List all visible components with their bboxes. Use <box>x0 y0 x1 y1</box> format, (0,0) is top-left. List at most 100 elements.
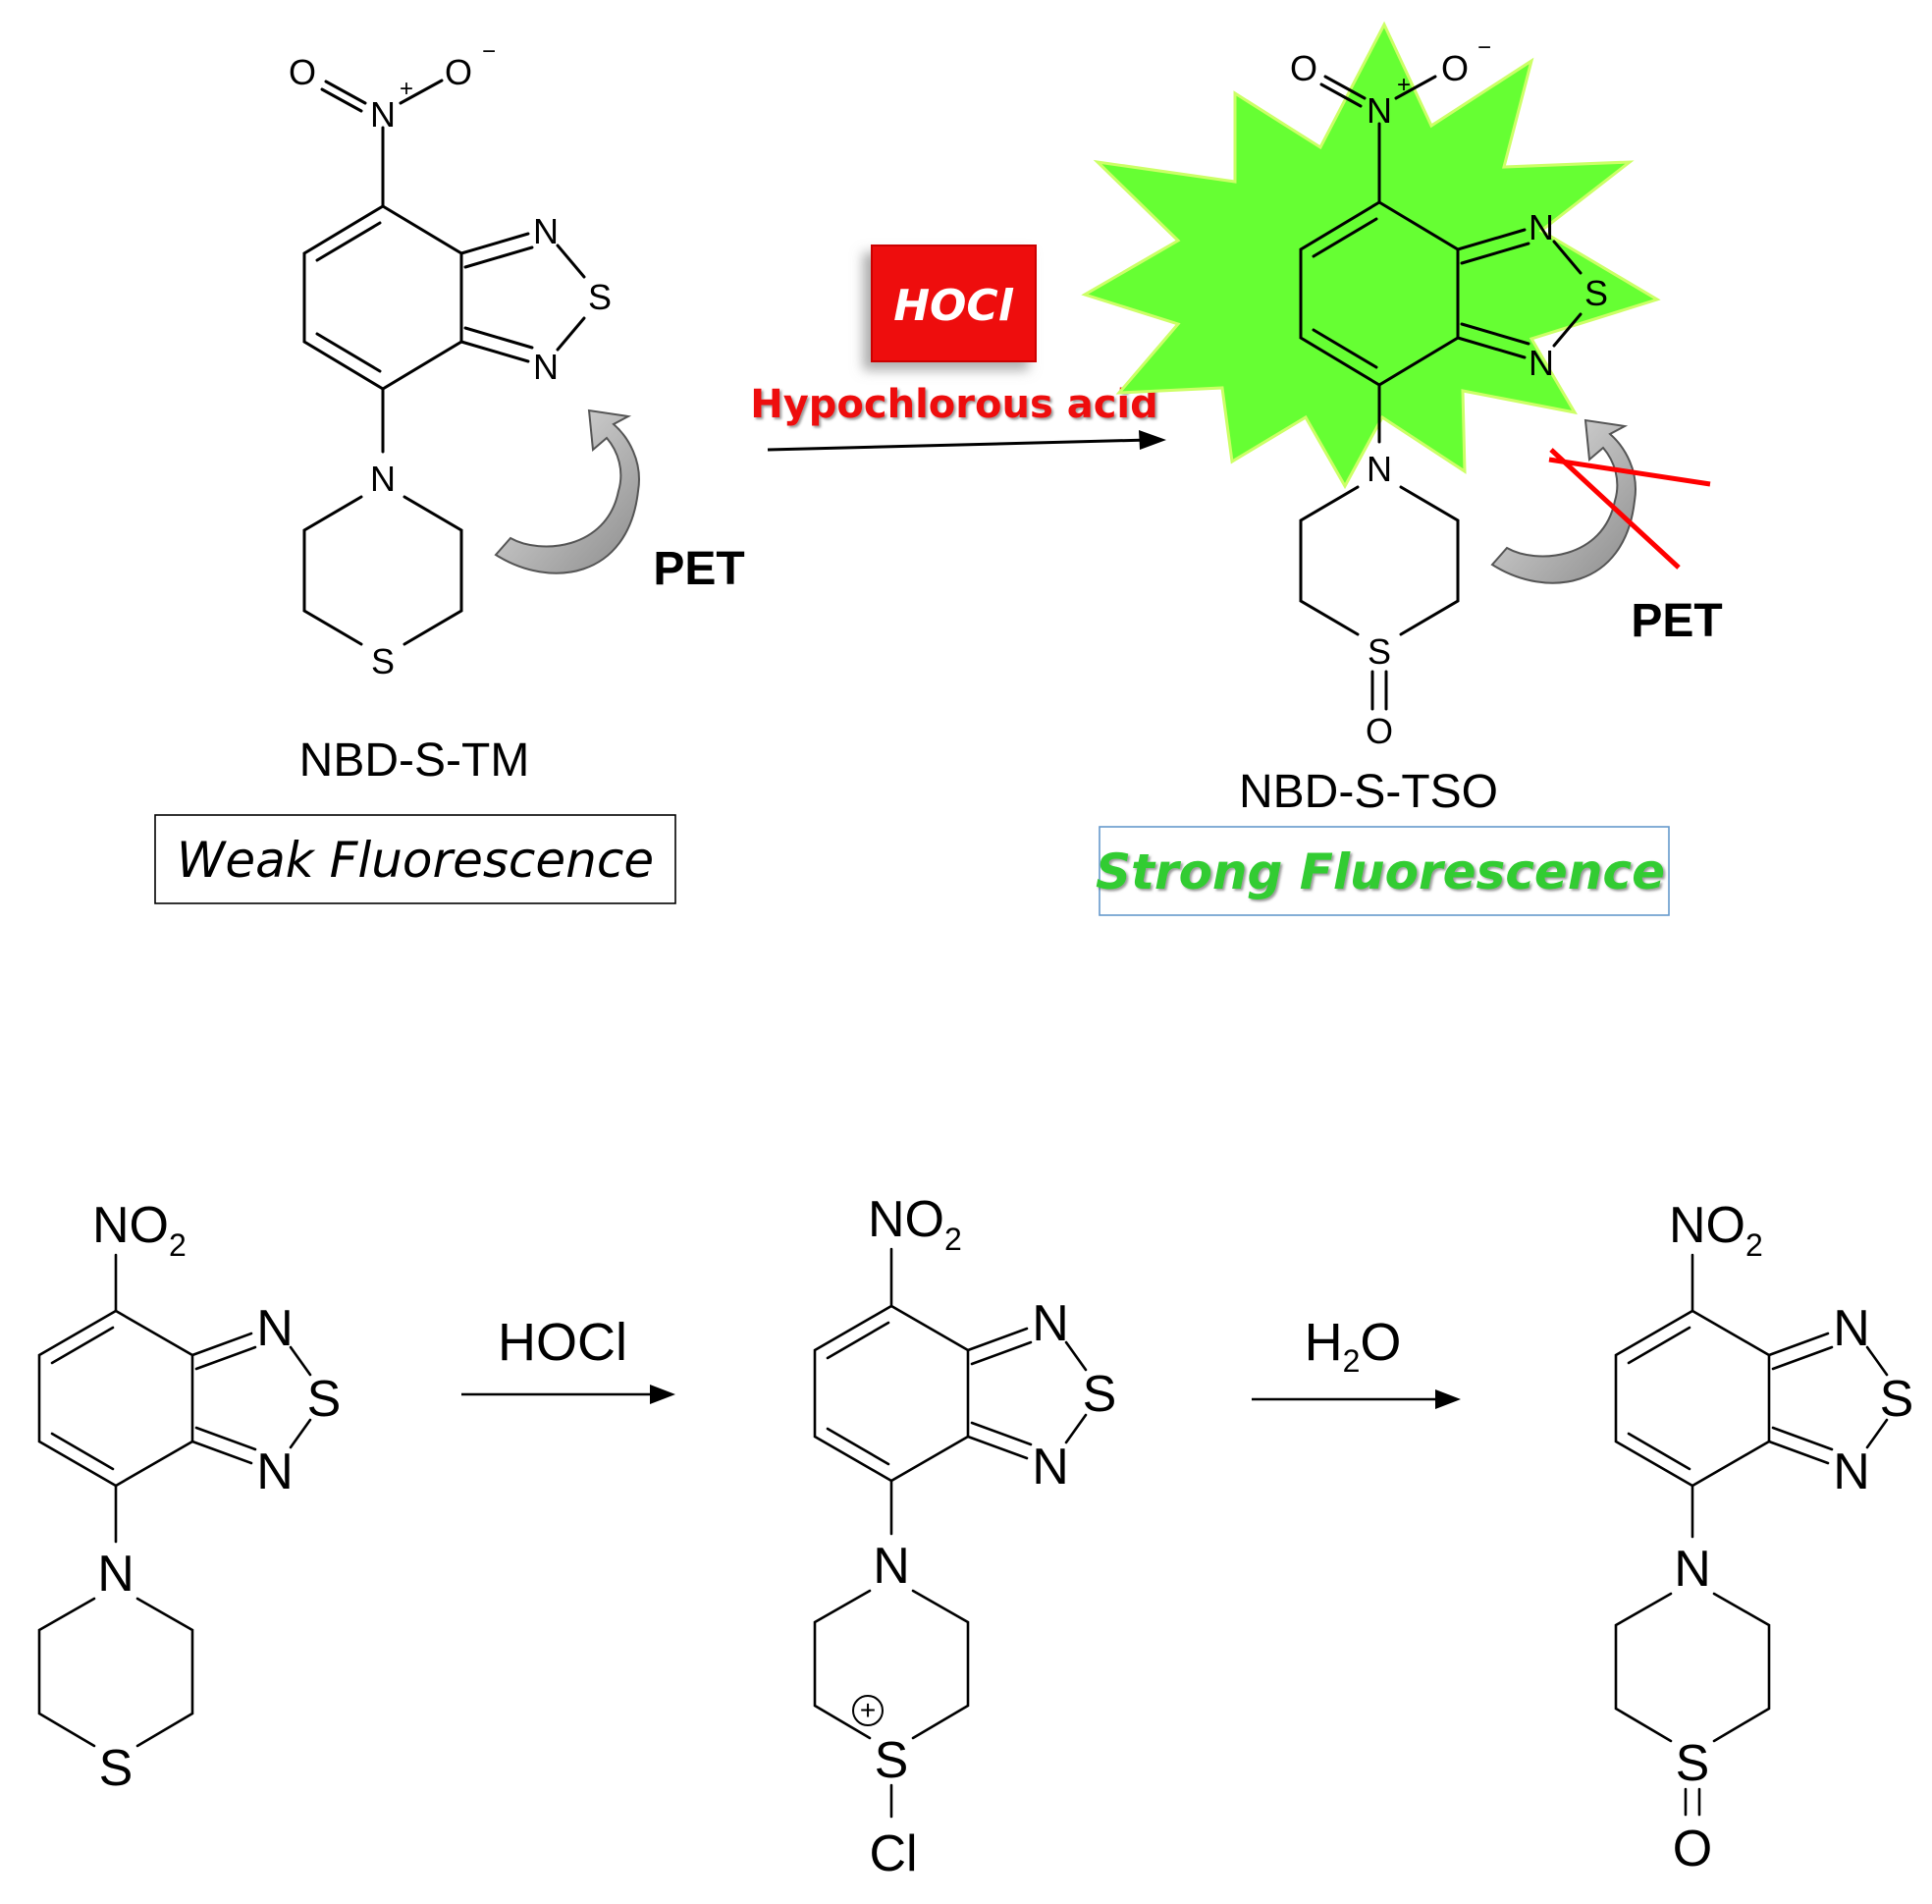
bond-c-n1 <box>459 232 530 255</box>
bond-n-o-single <box>399 79 444 105</box>
atom-n-nitro: N <box>370 94 396 135</box>
atom-o2: O <box>1441 48 1469 88</box>
thiomorpholine-right <box>1399 485 1460 636</box>
thiomorpholine-left <box>37 1597 96 1748</box>
nitro-label: NO2 <box>868 1191 962 1257</box>
reaction-arrow-line <box>767 438 1150 452</box>
atom-n1: N <box>1529 207 1554 247</box>
bottom-step2-arrow: H2O <box>1252 1313 1461 1409</box>
atom-n1: N <box>1833 1300 1870 1357</box>
positive-charge-circle-icon <box>852 1695 884 1726</box>
thiomorpholine-right <box>135 1597 194 1748</box>
bond-n1-s <box>556 244 586 279</box>
pet-arrow-icon <box>494 408 640 574</box>
nitro-label: NO2 <box>1669 1197 1763 1263</box>
atom-n2: N <box>1032 1439 1069 1496</box>
bond-c-n1 <box>190 1332 253 1357</box>
atom-s-ring: S <box>1880 1371 1914 1428</box>
bond-o-n-double-2 <box>320 87 363 113</box>
ring-inner-bond-1 <box>826 1321 890 1360</box>
ring-inner-bond-2 <box>1627 1432 1691 1471</box>
step1-reagent-label: HOCl <box>498 1313 627 1372</box>
atom-n2: N <box>256 1443 294 1500</box>
strong-fluorescence-box <box>1099 826 1670 916</box>
atom-o1: O <box>1290 48 1317 88</box>
top-reaction-arrow-group: HOCl Hypochlorous acid <box>750 245 1166 452</box>
step2-reagent-label: H2O <box>1305 1313 1402 1379</box>
bond-c-n2-double <box>970 1421 1033 1446</box>
nitro-label: NO2 <box>92 1197 187 1263</box>
atom-n-amine: N <box>1674 1541 1711 1598</box>
atom-n-amine: N <box>97 1546 134 1603</box>
bond-c-n2-double <box>1771 1426 1834 1451</box>
bond-s-n2 <box>1552 312 1583 348</box>
bottom-structure-1: NO2 N S N N S <box>37 1197 342 1797</box>
atom-cl: Cl <box>869 1825 917 1882</box>
atom-o-oxide: O <box>1366 711 1393 751</box>
benzene-ring <box>302 204 463 391</box>
bond-c-n2-double <box>463 326 534 350</box>
bond-s-n2 <box>556 316 586 352</box>
charge-plus: + <box>1397 72 1411 98</box>
weak-fluorescence-label: Weak Fluorescence <box>177 832 654 889</box>
charge-minus: − <box>1477 34 1491 61</box>
ring-inner-bond-1 <box>315 221 382 262</box>
atom-s-ring: S <box>307 1371 342 1428</box>
atom-s-bottom: S <box>875 1732 909 1789</box>
reaction-arrow-head <box>1139 430 1166 450</box>
step1-arrow-head <box>650 1385 675 1404</box>
strong-fluorescence-label: Strong Fluorescence <box>1096 843 1665 900</box>
bond-c-n1 <box>1456 228 1527 251</box>
atom-n1: N <box>256 1300 294 1357</box>
bottom-structure-2: NO2 N S N N S + Cl <box>813 1191 1116 1882</box>
thiomorpholine-left <box>813 1589 872 1740</box>
atom-n-amine: N <box>1367 449 1392 489</box>
atom-n-nitro: N <box>1367 90 1392 131</box>
bond-s-n2 <box>289 1418 312 1449</box>
ring-inner-bond-2 <box>315 332 382 373</box>
atom-n2: N <box>1833 1443 1870 1500</box>
bond-s-n2 <box>1865 1418 1889 1449</box>
atom-n1: N <box>533 211 559 251</box>
hocl-reagent-box <box>871 245 1037 362</box>
pet-arrow-icon <box>1490 418 1637 584</box>
thiomorpholine-right <box>1712 1592 1771 1743</box>
charge-plus: + <box>400 76 413 102</box>
bond-s-n2 <box>1064 1413 1088 1444</box>
thiomorpholine-left <box>1299 485 1360 636</box>
bond-c-n2 <box>1767 1440 1830 1465</box>
bond-n1-s <box>1064 1340 1088 1372</box>
bond-o-n-double <box>1323 75 1367 100</box>
hocl-box-label: HOCl <box>893 281 1014 331</box>
thiomorpholine-right <box>402 495 463 646</box>
bond-n1-s <box>1552 240 1583 275</box>
pet-label: PET <box>1631 595 1722 647</box>
bond-n-o-single <box>1394 75 1437 100</box>
positive-charge-sign: + <box>860 1695 876 1725</box>
bond-c-n1-double <box>1771 1345 1834 1371</box>
atom-n2: N <box>533 347 559 387</box>
atom-o-oxide: O <box>1673 1821 1712 1877</box>
bond-c-n2 <box>1456 336 1527 359</box>
bottom-step1-arrow: HOCl <box>461 1313 675 1404</box>
thiomorpholine-right <box>911 1589 970 1740</box>
atom-o1: O <box>289 52 316 92</box>
ring-inner-bond-2 <box>826 1427 890 1466</box>
ring-inner-bond-2 <box>1312 328 1378 369</box>
bond-c-n1-double <box>194 1345 257 1371</box>
pet-label: PET <box>653 543 744 595</box>
step2-arrow-head <box>1435 1389 1461 1409</box>
reactant-nbd-s-tm: O N + O − N S N N S PET NBD-S-TM Weak Fl… <box>154 38 745 904</box>
hypochlorous-acid-label: Hypochlorous acid <box>750 382 1158 427</box>
bond-c-n2 <box>190 1440 253 1465</box>
compound-name: NBD-S-TSO <box>1239 766 1498 818</box>
atom-n1: N <box>1032 1295 1069 1352</box>
cross-stroke-2 <box>1549 448 1681 570</box>
bond-c-n2 <box>966 1435 1029 1460</box>
bond-n1-s <box>289 1345 312 1377</box>
ring-inner-bond-1 <box>50 1326 115 1365</box>
weak-fluorescence-box <box>154 814 676 904</box>
bond-c-n2 <box>459 340 530 363</box>
atom-s-ring: S <box>1584 273 1608 313</box>
